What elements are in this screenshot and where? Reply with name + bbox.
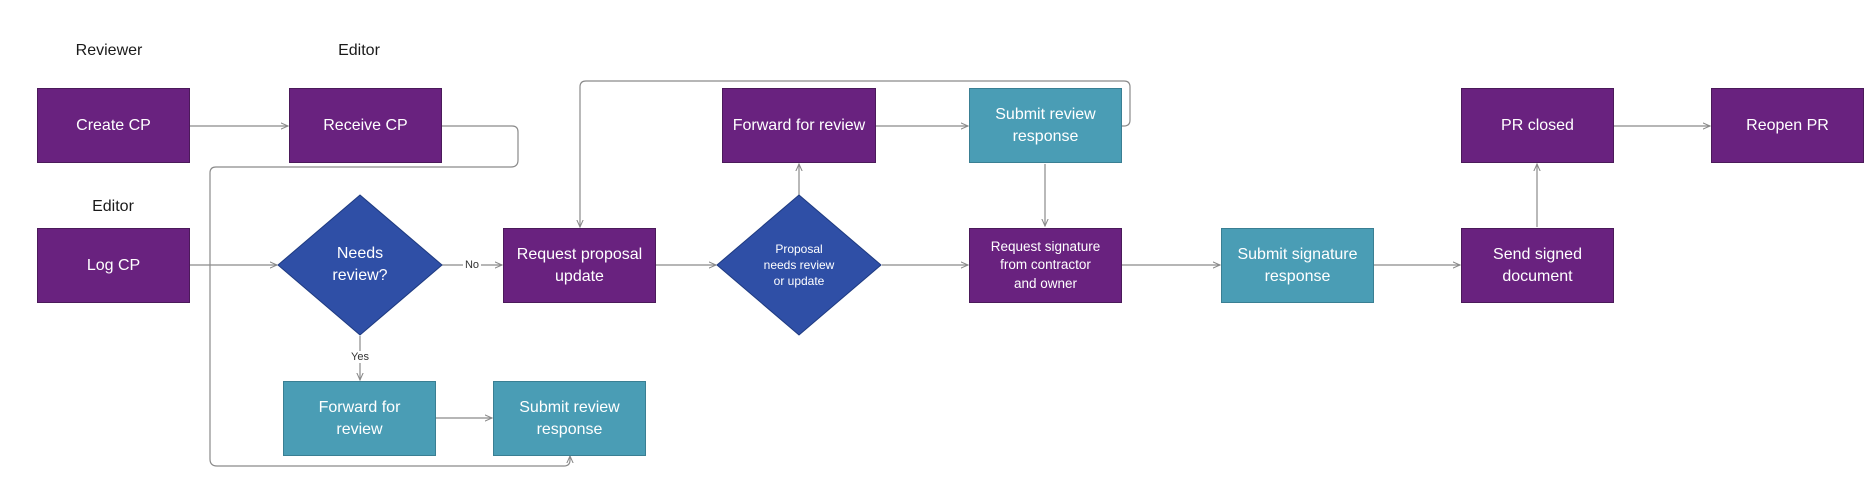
lane-label-reviewer: Reviewer — [75, 42, 143, 59]
node-forward-for-review-top[interactable]: Forward for review — [722, 88, 876, 163]
node-receive-cp-label: Receive CP — [323, 116, 408, 134]
proposal-needs-review-label: Proposal needs review or update — [763, 241, 835, 289]
node-request-signature-label: Request signature from contractor and ow… — [990, 239, 1101, 291]
node-receive-cp[interactable]: Receive CP — [289, 88, 442, 163]
edge-submit-top-loop-to-request-update — [580, 80, 1131, 227]
node-submit-review-response-top-label: Submit review response — [995, 105, 1096, 145]
node-forward-for-review-top-label: Forward for review — [732, 116, 866, 134]
node-submit-signature-response-label: Submit signature response — [1237, 245, 1358, 285]
node-send-signed-document-label: Send signed document — [1493, 245, 1582, 285]
node-send-signed-document[interactable]: Send signed document — [1461, 228, 1614, 303]
node-reopen-pr[interactable]: Reopen PR — [1711, 88, 1864, 163]
node-request-proposal-update[interactable]: Request proposal update — [503, 228, 656, 303]
node-log-cp-label: Log CP — [86, 256, 141, 274]
node-submit-review-response-bottom[interactable]: Submit review response — [493, 381, 646, 456]
lane-label-editor-left: Editor — [92, 198, 134, 215]
node-create-cp-label: Create CP — [76, 116, 151, 134]
node-submit-review-response-top[interactable]: Submit review response — [969, 88, 1122, 163]
node-reopen-pr-label: Reopen PR — [1746, 116, 1829, 134]
node-forward-for-review-bottom[interactable]: Forward for review — [283, 381, 436, 456]
node-pr-closed[interactable]: PR closed — [1461, 88, 1614, 163]
node-submit-signature-response[interactable]: Submit signature response — [1221, 228, 1374, 303]
needs-review-label: Needs review? — [332, 245, 388, 284]
needs-review-diamond[interactable] — [277, 194, 443, 336]
node-forward-for-review-bottom-label: Forward for review — [318, 398, 401, 438]
edge-label-no: No — [462, 259, 482, 271]
node-request-proposal-update-label: Request proposal update — [516, 245, 643, 285]
node-request-signature[interactable]: Request signature from contractor and ow… — [969, 228, 1122, 303]
node-create-cp[interactable]: Create CP — [37, 88, 190, 163]
lane-label-editor-top: Editor — [338, 42, 380, 59]
node-log-cp[interactable]: Log CP — [37, 228, 190, 303]
edge-label-yes: Yes — [349, 351, 371, 363]
node-pr-closed-label: PR closed — [1501, 116, 1574, 134]
node-submit-review-response-bottom-label: Submit review response — [519, 398, 620, 438]
edge-receive-loop-to-needs-review — [209, 125, 570, 467]
proposal-needs-review-diamond[interactable] — [716, 194, 882, 336]
